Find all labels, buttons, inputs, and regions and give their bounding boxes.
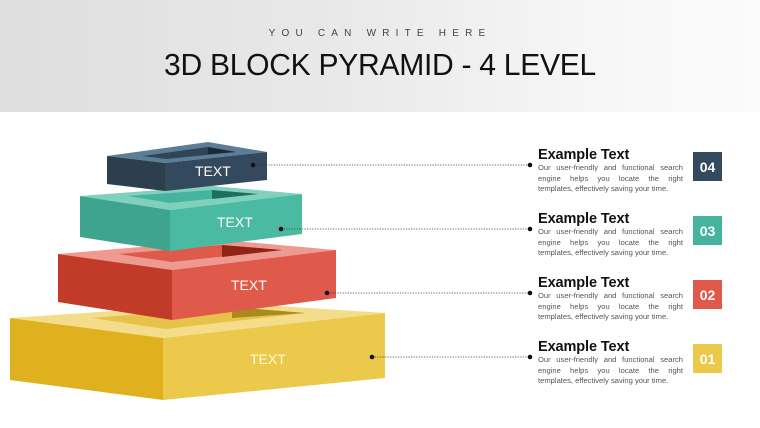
block-2-label: TEXT: [231, 277, 267, 293]
block-4-hole-shadow: [208, 147, 236, 154]
number-badge-02: 02: [693, 280, 722, 309]
block-1-hole-shadow: [232, 307, 305, 318]
item-description: Our user-friendly and functional search …: [538, 227, 683, 257]
block-level-3: TEXT: [80, 186, 302, 251]
block-4-left-face: [107, 156, 165, 191]
block-3-label: TEXT: [217, 214, 253, 230]
block-level-2: TEXT: [58, 240, 336, 320]
item-title: Example Text: [538, 339, 630, 355]
page-title: 3D BLOCK PYRAMID - 4 LEVEL: [164, 47, 596, 82]
connector-level-3: [278, 226, 533, 232]
block-3-front-face: [170, 194, 302, 251]
block-1-label: TEXT: [250, 351, 286, 367]
number-badge-01: 01: [693, 344, 722, 373]
block-3-hole-shadow: [212, 190, 258, 199]
block-3-left-face: [80, 196, 170, 251]
block-level-4: TEXT: [107, 142, 267, 191]
block-1-left-face: [10, 318, 163, 400]
item-description: Our user-friendly and functional search …: [538, 355, 683, 385]
item-description: Our user-friendly and functional search …: [538, 163, 683, 193]
list-item-level-2: Example Text Our user-friendly and funct…: [538, 275, 683, 323]
connector-level-1: [369, 354, 533, 360]
block-4-front-face: [165, 152, 267, 191]
title-band: YOU CAN WRITE HERE 3D BLOCK PYRAMID - 4 …: [0, 0, 760, 112]
list-item-level-4: Example Text Our user-friendly and funct…: [538, 147, 683, 195]
number-badge-03: 03: [693, 216, 722, 245]
block-2-front-face: [172, 250, 336, 320]
item-title: Example Text: [538, 147, 630, 163]
block-level-1: TEXT: [10, 303, 385, 400]
block-2-hole-shadow: [222, 245, 282, 257]
subtitle: YOU CAN WRITE HERE: [268, 28, 492, 39]
item-title: Example Text: [538, 211, 630, 227]
item-title: Example Text: [538, 275, 630, 291]
connector-level-4: [250, 162, 533, 168]
block-4-label: TEXT: [195, 163, 231, 179]
connector-level-2: [324, 290, 533, 296]
number-badge-04: 04: [693, 152, 722, 181]
list-item-level-1: Example Text Our user-friendly and funct…: [538, 339, 683, 387]
block-2-left-face: [58, 254, 172, 320]
list-item-level-3: Example Text Our user-friendly and funct…: [538, 211, 683, 259]
block-1-front-face: [163, 313, 385, 400]
item-description: Our user-friendly and functional search …: [538, 291, 683, 321]
